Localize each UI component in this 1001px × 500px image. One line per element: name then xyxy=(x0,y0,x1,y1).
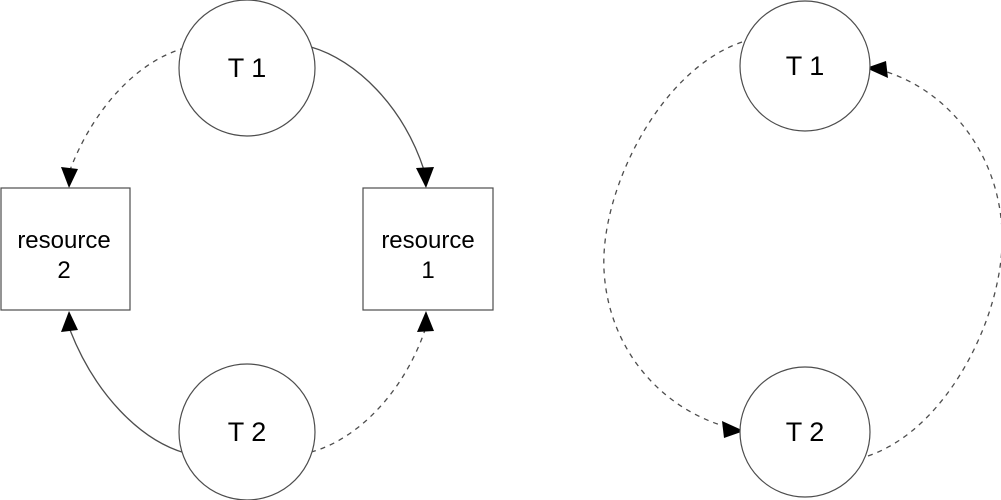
edge-t1-to-resource1[interactable] xyxy=(310,46,434,188)
node-resource2-rect xyxy=(0,187,131,311)
node-t1-left-label: T 1 xyxy=(228,53,267,83)
arrowhead-into-t2-right xyxy=(722,421,744,438)
node-t2-right-circle xyxy=(739,366,871,498)
node-t1-right-circle xyxy=(739,0,871,132)
arrowhead-into-resource2-bottom xyxy=(61,311,78,332)
edge-t1-to-t2-right-path xyxy=(603,41,743,428)
node-t2-left[interactable]: T 2 xyxy=(178,363,316,500)
panel-wait-for-graph: T 1 T 2 xyxy=(603,0,1001,498)
node-resource1[interactable]: resource 1 xyxy=(362,187,494,311)
node-t1-right-label: T 1 xyxy=(786,51,825,81)
node-t2-left-circle xyxy=(178,363,316,500)
arrowhead-into-resource1-bottom xyxy=(417,311,434,332)
edge-t2-to-t1-right[interactable] xyxy=(866,61,1001,457)
edge-t1-to-resource2-path xyxy=(69,47,186,171)
node-t1-right[interactable]: T 1 xyxy=(739,0,871,132)
node-resource2-label-line1: resource xyxy=(17,227,110,254)
node-resource1-label-line1: resource xyxy=(381,227,474,254)
edge-t2-to-resource2-path xyxy=(69,329,186,454)
edge-t2-to-resource1[interactable] xyxy=(310,311,434,453)
node-resource1-rect xyxy=(362,187,494,311)
node-resource2[interactable]: resource 2 xyxy=(0,187,131,311)
node-resource2-label-line2: 2 xyxy=(57,257,70,284)
edge-t1-to-t2-right[interactable] xyxy=(603,41,744,438)
edge-t1-to-resource1-path xyxy=(310,46,425,171)
node-resource1-label-line2: 1 xyxy=(421,257,434,284)
edge-t1-to-resource2[interactable] xyxy=(61,47,186,188)
edge-t2-to-t1-right-path xyxy=(867,71,1001,457)
node-t1-left[interactable]: T 1 xyxy=(178,0,316,137)
arrowhead-into-t1-right xyxy=(866,61,888,78)
node-t2-left-label: T 2 xyxy=(228,417,267,447)
edge-t2-to-resource2[interactable] xyxy=(61,311,186,454)
node-t2-right-label: T 2 xyxy=(786,417,825,447)
arrowhead-into-resource2-top xyxy=(61,167,78,188)
node-t1-left-circle xyxy=(178,0,316,137)
edge-t2-to-resource1-path xyxy=(310,329,426,453)
node-t2-right[interactable]: T 2 xyxy=(739,366,871,498)
arrowhead-into-resource1-top xyxy=(416,167,434,188)
panel-resource-allocation-graph: T 1 resource 2 resource 1 T 2 xyxy=(0,0,494,500)
